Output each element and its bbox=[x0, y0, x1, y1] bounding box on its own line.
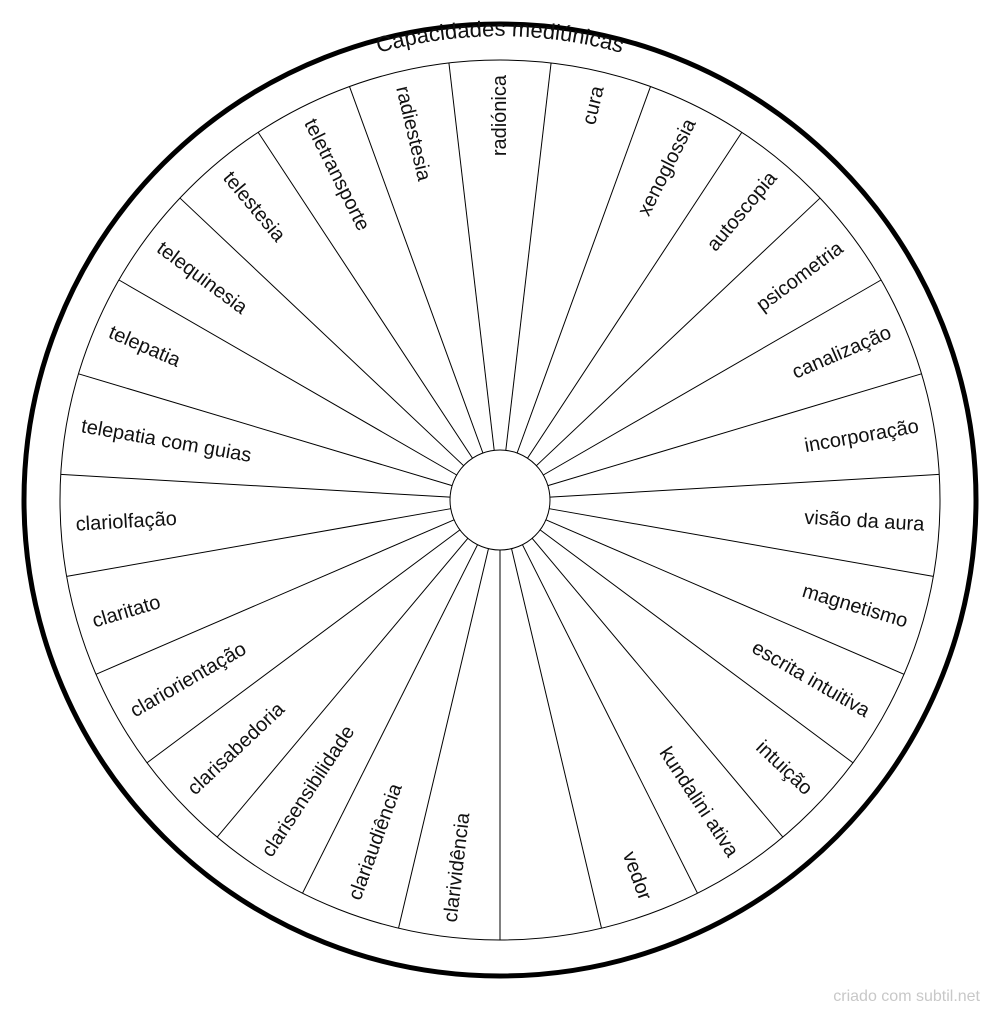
segment-divider bbox=[146, 529, 461, 764]
segment-divider bbox=[179, 197, 464, 467]
segment-divider bbox=[216, 537, 469, 838]
segment-divider bbox=[505, 62, 552, 451]
segment-divider bbox=[527, 132, 743, 459]
segment-divider bbox=[349, 86, 484, 454]
segment-divider bbox=[60, 473, 451, 498]
segment-divider bbox=[549, 473, 940, 498]
segment-divider bbox=[118, 279, 457, 476]
segment-divider bbox=[536, 197, 821, 467]
segment-divider bbox=[78, 373, 453, 487]
segment-divider bbox=[516, 86, 651, 454]
segment-divider bbox=[95, 519, 455, 675]
segment-dividers bbox=[60, 62, 940, 940]
segment-divider bbox=[549, 508, 934, 577]
credit-text: criado com subtil.net bbox=[833, 988, 980, 1005]
segment-divider bbox=[66, 508, 451, 577]
segment-label: radiónica bbox=[489, 74, 511, 156]
segment-divider bbox=[521, 544, 698, 894]
segment-divider bbox=[543, 279, 882, 476]
segment-divider bbox=[398, 548, 489, 929]
hub-circle bbox=[449, 449, 551, 551]
segment-divider bbox=[511, 548, 602, 929]
segment-divider bbox=[547, 373, 922, 487]
segment-divider bbox=[531, 537, 784, 838]
segment-divider bbox=[257, 132, 473, 459]
segment-divider bbox=[539, 529, 854, 764]
segment-divider bbox=[448, 62, 495, 451]
segment-divider bbox=[302, 544, 479, 894]
segment-divider bbox=[545, 519, 905, 675]
